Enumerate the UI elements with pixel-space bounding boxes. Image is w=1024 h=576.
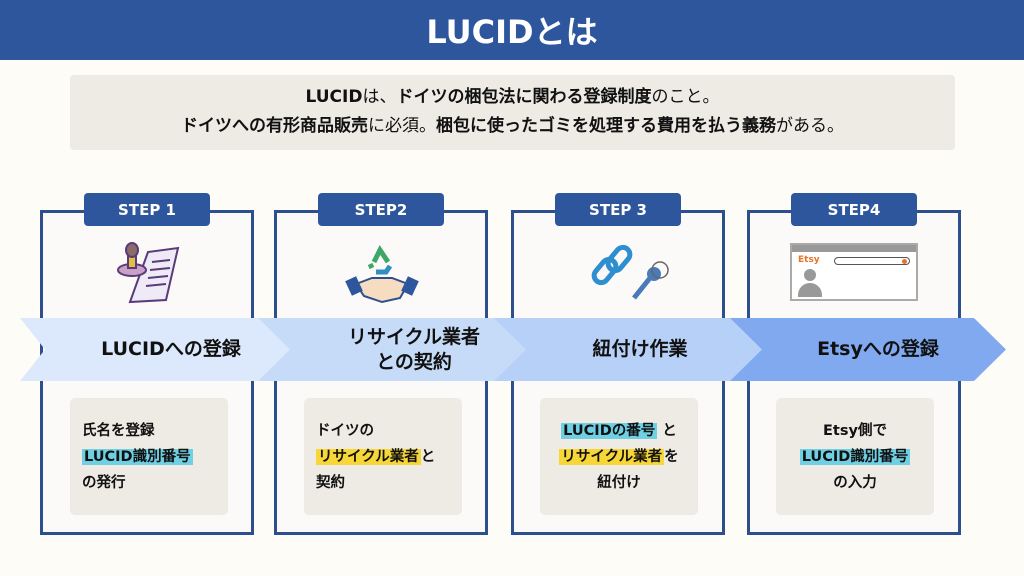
search-bar-icon <box>834 257 910 265</box>
step-2-badge: STEP2 <box>318 193 444 226</box>
step-1-title: LUCIDへの登録 <box>20 318 302 381</box>
intro-text-segment: ドイツへの有形商品販売 <box>181 116 368 136</box>
step-3-title: 紐付け作業 <box>494 318 776 381</box>
step-1-note: 氏名を登録 LUCID識別番号 の発行 <box>70 398 228 515</box>
intro-text-segment: がある。 <box>776 116 844 136</box>
step-4-badge: STEP4 <box>791 193 917 226</box>
intro-line-2: ドイツへの有形商品販売に必須。梱包に使ったゴミを処理する費用を払う義務がある。 <box>70 112 955 141</box>
intro-text-segment: に必須。 <box>368 116 436 136</box>
intro-text-segment: は、 <box>362 87 397 107</box>
step-3-note: LUCIDの番号 と リサイクル業者を 紐付け <box>540 398 698 515</box>
page-title: LUCIDとは <box>0 0 1024 60</box>
intro-text-segment: 梱包に使ったゴミを処理する費用を払う義務 <box>436 116 776 136</box>
intro-text-segment: のこと。 <box>651 87 720 107</box>
step-1-badge: STEP 1 <box>84 193 210 226</box>
stamp-document-icon <box>117 242 180 304</box>
link-key-icon <box>591 244 669 300</box>
etsy-browser-icon: Etsy <box>790 243 918 301</box>
intro-text-segment: LUCID <box>305 87 363 107</box>
intro-text-segment: ドイツの梱包法に関わる登録制度 <box>396 87 652 107</box>
user-avatar-icon <box>804 269 816 281</box>
recycle-handshake-icon <box>345 245 419 304</box>
step-4-note: Etsy側で LUCID識別番号 の入力 <box>776 398 934 515</box>
step-4-title: Etsyへの登録 <box>730 318 1006 381</box>
step-3-badge: STEP 3 <box>555 193 681 226</box>
intro-line-1: LUCIDは、ドイツの梱包法に関わる登録制度のこと。 <box>70 83 955 112</box>
step-2-title: リサイクル業者との契約 <box>258 318 540 381</box>
intro-box: LUCIDは、ドイツの梱包法に関わる登録制度のこと。 ドイツへの有形商品販売に必… <box>70 75 955 150</box>
step-2-note: ドイツの リサイクル業者と 契約 <box>304 398 462 515</box>
